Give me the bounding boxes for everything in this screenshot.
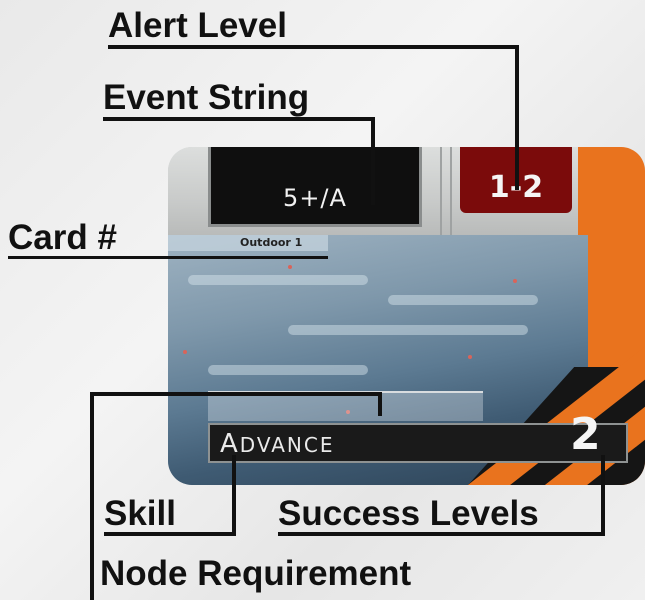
- alert-level-leader-h: [108, 45, 519, 49]
- node-requirement-callout: Node Requirement: [100, 554, 412, 593]
- event-string-callout: Event String: [103, 78, 310, 117]
- card-number-label: Outdoor 1: [240, 236, 303, 249]
- art-streak: [208, 365, 368, 375]
- art-spark: [346, 410, 350, 414]
- art-streak: [388, 295, 538, 305]
- event-string-leader-h: [103, 117, 375, 121]
- art-spark: [288, 265, 292, 269]
- success-levels-value: 2: [570, 409, 601, 460]
- header-seam: [450, 147, 452, 235]
- event-string-value: 5+/A: [283, 184, 347, 212]
- node-requirement-leader-h: [90, 392, 382, 396]
- card-number-callout: Card #: [8, 218, 117, 257]
- card-number-strip: [168, 235, 328, 251]
- skill-rest: DVANCE: [239, 433, 335, 457]
- success-levels-leader-v: [601, 455, 605, 536]
- skill-bar: ADVANCE: [208, 423, 628, 463]
- skill-leader-v: [232, 455, 236, 536]
- skill-name: ADVANCE: [220, 429, 335, 459]
- node-requirement-leader-v: [90, 392, 94, 600]
- art-streak: [188, 275, 368, 285]
- art-spark: [468, 355, 472, 359]
- event-string-box: 5+/A: [208, 147, 422, 227]
- art-streak: [288, 325, 528, 335]
- skill-leader-h: [104, 532, 236, 536]
- skill-callout: Skill: [104, 494, 176, 533]
- mission-card: Outdoor 1 5+/A 1-2 ADVANCE 2: [168, 147, 645, 485]
- alert-level-callout: Alert Level: [108, 6, 287, 45]
- success-levels-leader-h: [278, 532, 605, 536]
- alert-level-leader-v: [515, 45, 519, 190]
- header-seam: [440, 147, 442, 235]
- event-string-leader-v: [371, 117, 375, 205]
- card-number-leader: [8, 256, 328, 259]
- node-requirement-leader-tip: [378, 392, 382, 416]
- skill-initial: A: [220, 429, 240, 459]
- success-levels-callout: Success Levels: [278, 494, 539, 533]
- art-spark: [513, 279, 517, 283]
- art-spark: [183, 350, 187, 354]
